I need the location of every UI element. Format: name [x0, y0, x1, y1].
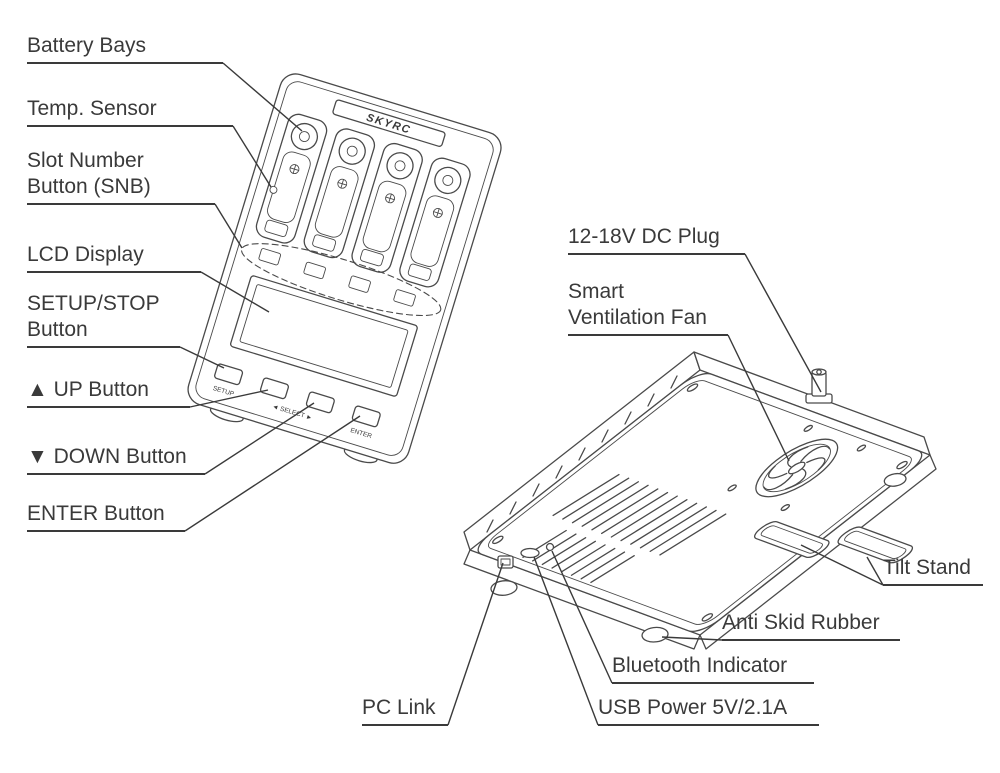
label-usb-power: USB Power 5V/2.1A: [598, 695, 819, 726]
label-tilt-stand: Tilt Stand: [883, 555, 983, 586]
down-button: [305, 391, 335, 414]
label-up-button: ▲ UP Button: [27, 377, 190, 408]
brand-logo-plate: [332, 99, 446, 147]
snb-button: [348, 275, 371, 293]
label-snb-text-1: Slot Number: [27, 149, 144, 172]
anti-skid-rubber-feet: [486, 407, 911, 661]
side-vent-slats: [486, 375, 678, 533]
label-anti-skid-text: Anti Skid Rubber: [722, 611, 880, 634]
label-lcd-display: LCD Display: [27, 242, 201, 273]
leader-temp-sensor: [232, 125, 272, 188]
label-setup-stop-button: SETUP/STOP Button: [27, 291, 180, 348]
leader-lcd: [200, 271, 270, 313]
temp-sensor-dot: [269, 185, 278, 194]
snb-button: [393, 289, 416, 307]
leader-usb: [533, 556, 599, 726]
label-enter-text: ENTER Button: [27, 502, 165, 525]
tilt-stands: [751, 503, 917, 582]
battery-bay: [255, 113, 328, 244]
bluetooth-led: [545, 542, 555, 552]
bottom-face: [470, 370, 930, 635]
battery-bay: [399, 157, 471, 288]
fan-guard-screws: [727, 425, 867, 511]
label-anti-skid-rubber: Anti Skid Rubber: [722, 610, 900, 641]
ventilation-fan: [741, 433, 853, 503]
label-down-button: ▼ DOWN Button: [27, 444, 205, 475]
charger-front-view: SKYRC: [187, 73, 502, 464]
battery-bay: [351, 142, 423, 273]
label-setup-stop-text-2: Button: [27, 318, 88, 341]
leader-lines: [179, 62, 884, 726]
leader-anti-skid: [661, 636, 723, 641]
leader-fan: [727, 334, 790, 462]
leader-down: [204, 402, 315, 475]
label-fan-text-1: Smart: [568, 280, 625, 303]
label-temp-sensor-text: Temp. Sensor: [27, 97, 157, 120]
leader-dc-plug: [744, 253, 822, 393]
bottom-screws: [491, 383, 909, 622]
up-button: [259, 377, 289, 400]
label-setup-stop-text-1: SETUP/STOP: [27, 292, 160, 315]
snb-button: [303, 261, 326, 280]
lcd-display: [230, 275, 418, 397]
label-battery-bays: Battery Bays: [27, 33, 223, 64]
label-enter-button: ENTER Button: [27, 501, 185, 532]
rubber-foot: [880, 471, 911, 488]
usb-port: [520, 547, 540, 559]
tilt-stand-near: [751, 520, 834, 559]
rubber-foot: [486, 578, 522, 598]
battery-bays: [255, 113, 471, 288]
label-bluetooth-text: Bluetooth Indicator: [612, 654, 788, 677]
leader-up: [189, 389, 269, 408]
setup-stop-button: [214, 363, 244, 386]
label-fan-text-2: Ventilation Fan: [568, 306, 707, 329]
bottom-vent-stripes: [507, 471, 726, 594]
rubber-foot: [637, 625, 673, 645]
tilt-stand-far: [834, 525, 917, 564]
fan-hub: [786, 461, 808, 475]
label-dc-plug: 12-18V DC Plug: [568, 224, 745, 255]
leader-snb: [214, 203, 243, 249]
label-up-text: ▲ UP Button: [27, 378, 149, 401]
snb-button: [258, 248, 282, 266]
leader-enter: [184, 415, 361, 532]
leader-tilt-stand-far: [866, 556, 884, 586]
leader-battery-bays: [222, 62, 303, 132]
charger-bottom-view: [440, 370, 1000, 685]
label-usb-text: USB Power 5V/2.1A: [598, 696, 788, 719]
label-pc-link-text: PC Link: [362, 696, 436, 719]
leader-setup-stop: [179, 346, 225, 369]
pc-link-port-inner: [500, 558, 511, 566]
slot-number-buttons: [258, 248, 416, 307]
label-snb-text-2: Button (SNB): [27, 175, 151, 198]
leader-tilt-stand-near: [800, 544, 884, 586]
leader-bluetooth: [551, 550, 613, 684]
label-temp-sensor: Temp. Sensor: [27, 96, 233, 127]
label-pc-link: PC Link: [362, 695, 448, 726]
label-dc-plug-text: 12-18V DC Plug: [568, 225, 720, 248]
charger-bottom-details: [497, 368, 833, 569]
leader-pc-link: [447, 562, 504, 726]
label-tilt-stand-text: Tilt Stand: [883, 556, 971, 579]
snb-dashed-oval: [241, 243, 442, 317]
enter-button: [351, 405, 381, 428]
label-bluetooth-indicator: Bluetooth Indicator: [612, 653, 814, 684]
label-down-text: ▼ DOWN Button: [27, 445, 187, 468]
battery-bay: [303, 128, 376, 259]
label-lcd-text: LCD Display: [27, 243, 144, 266]
label-battery-bays-text: Battery Bays: [27, 34, 147, 57]
